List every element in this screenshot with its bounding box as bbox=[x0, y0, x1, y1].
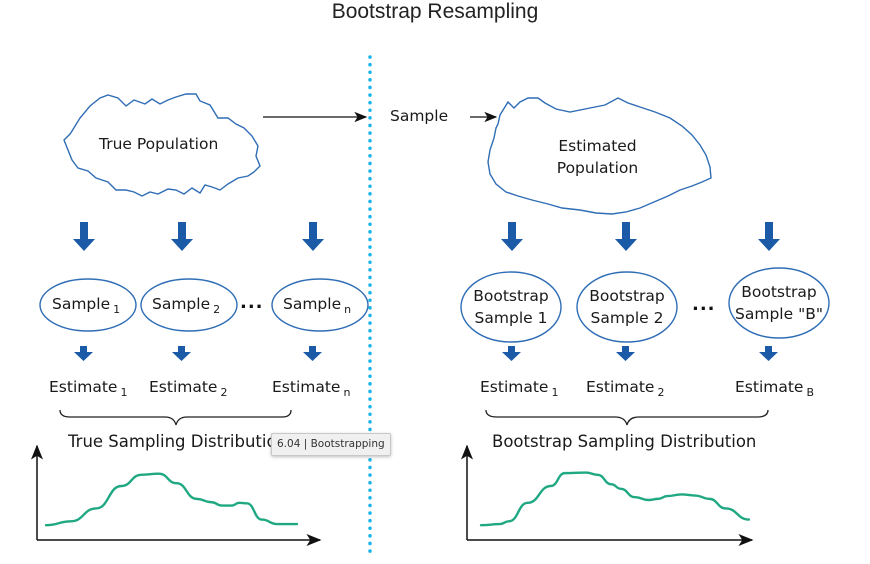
subscript: 1 bbox=[551, 386, 559, 399]
estimate-label-text: Estimate bbox=[480, 378, 549, 396]
down-arrow-icon bbox=[615, 222, 637, 251]
estimated-population-label: Estimated Population bbox=[540, 135, 655, 179]
subscript: 1 bbox=[113, 303, 121, 316]
sample-label-text: Sample bbox=[152, 295, 211, 313]
bootstrap-sampling-distribution-curve bbox=[479, 471, 751, 527]
bootstrap-sampling-distribution-label: Bootstrap Sampling Distribution bbox=[492, 432, 757, 451]
diagram-title: Bootstrap Resampling bbox=[331, 0, 539, 23]
small-down-arrow-icon bbox=[74, 346, 93, 361]
subscript: 2 bbox=[657, 386, 665, 399]
estimate-label-text: Estimate bbox=[735, 378, 804, 396]
bootstrap-sample-2-label: Bootstrap Sample 2 bbox=[577, 285, 677, 329]
bootstrap-sample-1-label: Bootstrap Sample 1 bbox=[461, 285, 561, 329]
subscript: n bbox=[343, 386, 351, 399]
estimated-population-line1: Estimated bbox=[558, 137, 637, 155]
estimated-population-line2: Population bbox=[556, 159, 639, 177]
true-sampling-distribution-curve bbox=[44, 472, 299, 527]
right-brace bbox=[485, 409, 769, 426]
subscript: B bbox=[806, 386, 815, 399]
down-arrow-icon bbox=[501, 222, 523, 251]
bootstrap-sample-b-label: Bootstrap Sample "B" bbox=[729, 281, 829, 325]
ellipsis: ... bbox=[692, 294, 716, 315]
small-down-arrow-icon bbox=[172, 346, 191, 361]
down-arrow-icon bbox=[302, 222, 324, 251]
subscript: n bbox=[344, 303, 352, 316]
sample-label-text: Sample bbox=[283, 295, 342, 313]
true-sampling-distribution-label: True Sampling Distributio bbox=[68, 432, 277, 451]
sample-label: Sample bbox=[390, 107, 449, 125]
estimate-label-text: Estimate bbox=[49, 378, 118, 396]
left-brace bbox=[59, 409, 292, 426]
subscript: 2 bbox=[220, 386, 228, 399]
small-down-arrow-icon bbox=[502, 346, 521, 361]
bootstrap-line1: Bootstrap bbox=[473, 287, 549, 305]
estimated-population-cloud bbox=[487, 97, 712, 215]
bootstrap-line1: Bootstrap bbox=[741, 283, 817, 301]
ellipsis: ... bbox=[240, 292, 264, 313]
estimate-label-text: Estimate bbox=[272, 378, 341, 396]
bootstrap-sample-ellipse bbox=[460, 271, 562, 343]
small-down-arrow-icon bbox=[616, 346, 635, 361]
sample-ellipse bbox=[140, 278, 238, 332]
down-arrow-icon bbox=[73, 222, 95, 251]
bootstrap-line2: Sample 1 bbox=[474, 309, 548, 327]
down-arrow-icon bbox=[171, 222, 193, 251]
bootstrap-sample-ellipse bbox=[576, 271, 678, 343]
down-arrow-icon bbox=[758, 222, 780, 251]
small-down-arrow-icon bbox=[759, 346, 778, 361]
true-population-label: True Population bbox=[99, 135, 219, 153]
tooltip: 6.04 | Bootstrapping bbox=[271, 433, 391, 456]
estimate-label-text: Estimate bbox=[149, 378, 218, 396]
estimate-label-text: Estimate bbox=[586, 378, 655, 396]
bootstrap-line1: Bootstrap bbox=[589, 287, 665, 305]
bootstrap-line2: Sample 2 bbox=[590, 309, 664, 327]
true-population-cloud bbox=[63, 93, 261, 197]
bootstrap-line2: Sample "B" bbox=[735, 305, 823, 323]
sample-ellipse bbox=[39, 278, 137, 332]
bootstrap-sample-ellipse bbox=[728, 267, 830, 339]
sample-label-text: Sample bbox=[52, 295, 111, 313]
subscript: 2 bbox=[213, 303, 221, 316]
small-down-arrow-icon bbox=[303, 346, 322, 361]
sample-ellipse bbox=[271, 278, 369, 332]
subscript: 1 bbox=[120, 386, 128, 399]
